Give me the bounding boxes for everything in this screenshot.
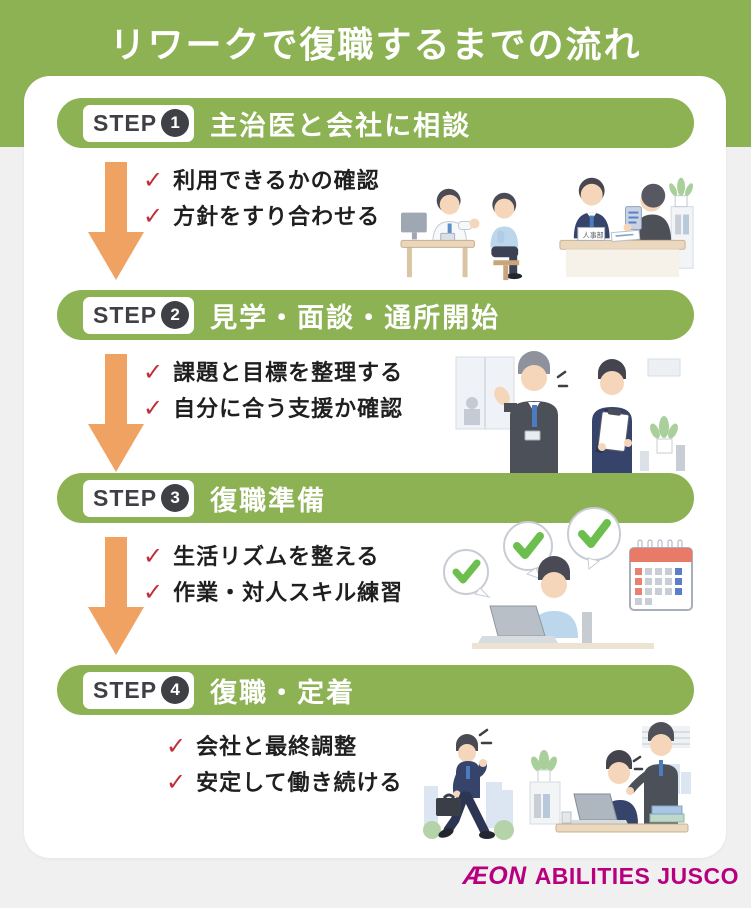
checklist-item-text: 生活リズムを整える (173, 544, 380, 569)
aeon-logo: ÆON (462, 862, 527, 890)
step2-title: 見学・面談・通所開始 (210, 302, 501, 333)
check-icon: ✓ (166, 733, 187, 760)
checklist-item: ✓ 生活リズムを整える (143, 542, 403, 573)
check-icon: ✓ (166, 768, 187, 796)
check-icon: ✓ (143, 394, 164, 422)
step3-number-icon: 3 (161, 484, 190, 512)
step3-checklist: ✓ 生活リズムを整える ✓ 作業・対人スキル練習 (143, 542, 403, 614)
checklist-item: ✓ 作業・対人スキル練習 (143, 578, 403, 609)
checklist-item-text: 利用できるかの確認 (173, 168, 380, 193)
checklist-item-text: 方針をすり合わせる (173, 203, 381, 229)
step1-number-icon: 1 (161, 109, 190, 137)
footer: ÆON ABILITIES JUSCO (463, 862, 739, 891)
step4-checklist: ✓ 会社と最終調整 ✓ 安定して働き続ける (166, 732, 402, 804)
step2-checklist: ✓ 課題と目標を整理する ✓ 自分に合う支援か確認 (143, 358, 403, 430)
step1-header-bar: STEP 1 主治医と会社に相談 (57, 98, 694, 148)
step3-title: 復職準備 (210, 485, 327, 516)
down-arrow-icon (88, 162, 144, 280)
checklist-item-text: 会社と最終調整 (196, 734, 358, 759)
footer-logo-text: ABILITIES JUSCO (534, 863, 739, 889)
down-arrow-icon (88, 354, 144, 472)
checklist-item-text: 自分に合う支援か確認 (173, 395, 404, 421)
step4-number-icon: 4 (161, 676, 190, 704)
hr-meeting-illustration: 人事部 (550, 160, 695, 285)
step2-badge-label: STEP (93, 301, 158, 328)
facility-tour-illustration (452, 351, 690, 473)
check-icon: ✓ (143, 202, 164, 230)
down-arrow-icon (88, 537, 144, 655)
checklist-item: ✓ 利用できるかの確認 (143, 166, 380, 197)
hr-nameplate-text: 人事部 (583, 230, 604, 239)
check-icon: ✓ (143, 167, 164, 194)
check-icon: ✓ (143, 543, 164, 570)
step4-header-bar: STEP 4 復職・定着 (57, 665, 694, 715)
check-icon: ✓ (143, 359, 164, 386)
check-icon: ✓ (143, 578, 164, 606)
checklist-item: ✓ 自分に合う支援か確認 (143, 394, 403, 425)
step4-title: 復職・定着 (210, 677, 356, 708)
step1-badge: STEP 1 (83, 104, 195, 142)
step3-badge-label: STEP (93, 484, 158, 511)
page-title: リワークで復職するまでの流れ (109, 24, 642, 65)
checklist-item: ✓ 安定して働き続ける (166, 768, 402, 799)
commuting-illustration (422, 726, 514, 854)
step1-badge-label: STEP (93, 109, 158, 136)
content-card: STEP 1 主治医と会社に相談 ✓ 利用できるかの確認 ✓ 方針をすり合わせる (24, 76, 726, 858)
checklist-item: ✓ 課題と目標を整理する (143, 358, 403, 389)
checklist-item: ✓ 方針をすり合わせる (143, 202, 380, 233)
work-preparation-illustration (443, 507, 693, 649)
step3-badge: STEP 3 (83, 479, 195, 517)
checklist-item-text: 課題と目標を整理する (173, 360, 404, 385)
doctor-consultation-illustration (399, 160, 544, 285)
checklist-item: ✓ 会社と最終調整 (166, 732, 402, 763)
workplace-support-illustration (522, 722, 694, 848)
step4-badge-label: STEP (93, 676, 158, 703)
step2-badge: STEP 2 (83, 296, 195, 334)
step2-number-icon: 2 (161, 301, 190, 329)
step2-header-bar: STEP 2 見学・面談・通所開始 (57, 290, 694, 340)
step1-title: 主治医と会社に相談 (210, 110, 472, 141)
checklist-item-text: 安定して働き続ける (196, 769, 403, 795)
step4-badge: STEP 4 (83, 671, 195, 709)
step1-checklist: ✓ 利用できるかの確認 ✓ 方針をすり合わせる (143, 166, 380, 238)
checklist-item-text: 作業・対人スキル練習 (173, 579, 404, 605)
